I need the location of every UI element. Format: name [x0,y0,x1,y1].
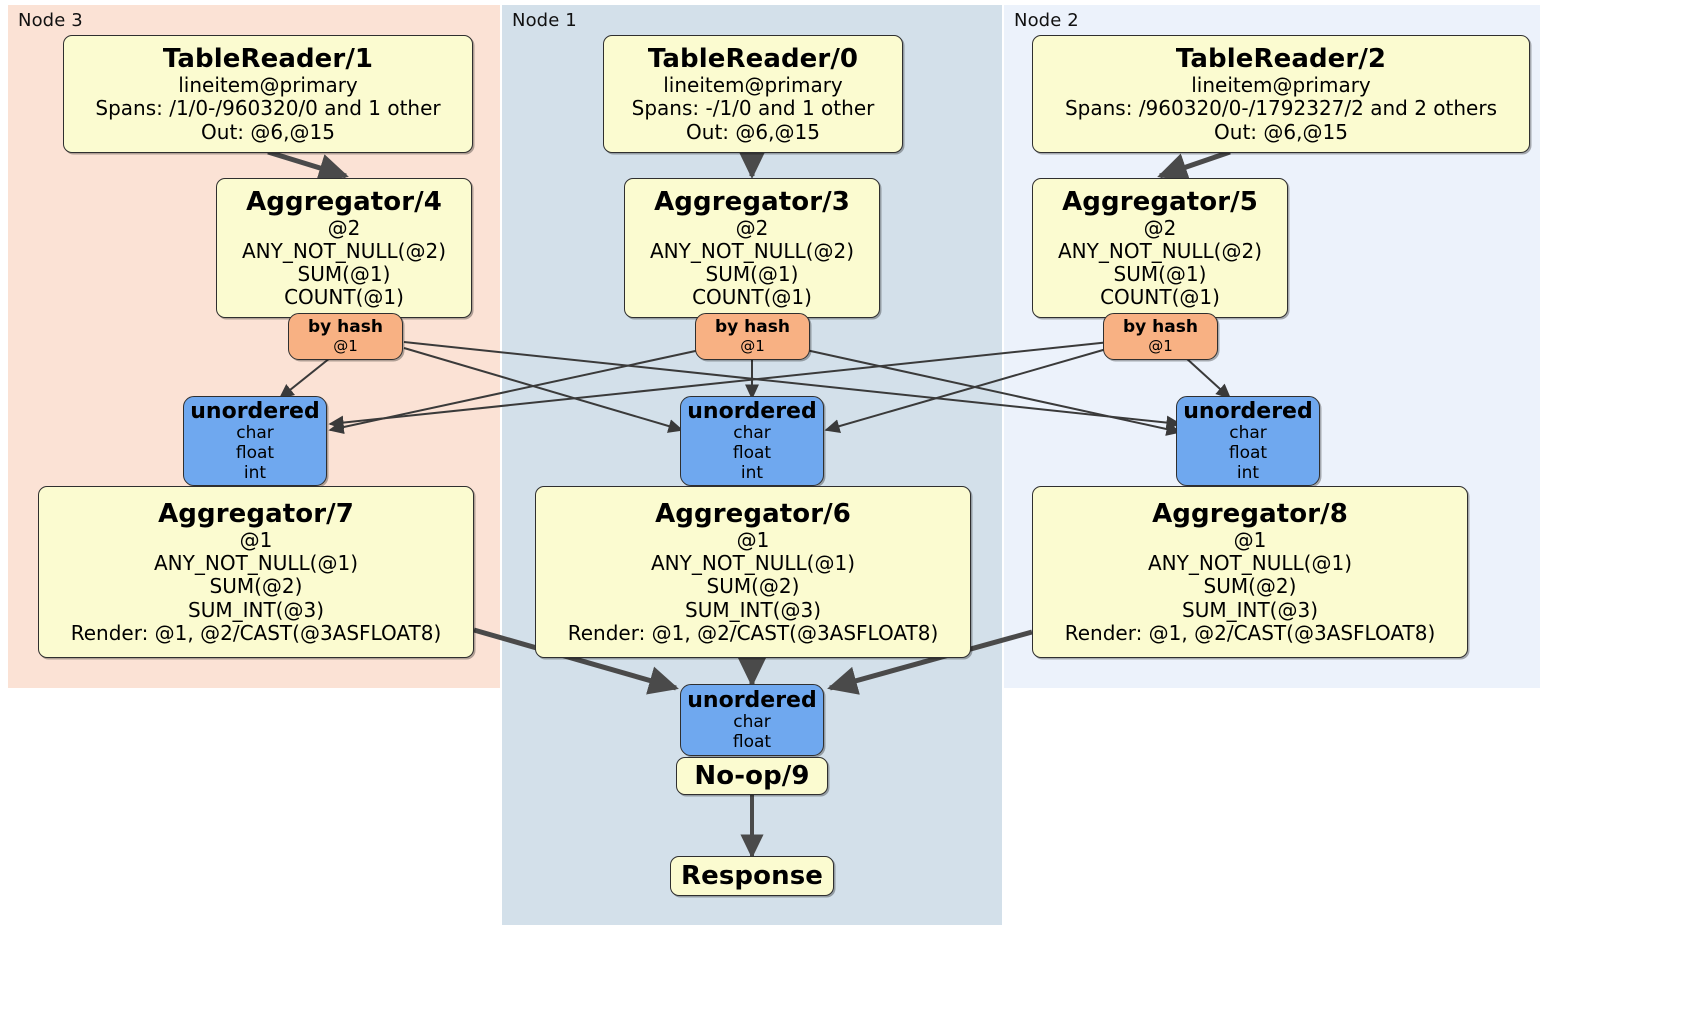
router-title: by hash [1123,316,1198,337]
router-by-hash-node3[interactable]: by hash @1 [288,313,403,360]
processor-line: Out: @6,@15 [686,119,820,144]
processor-line: Spans: -/1/0 and 1 other [631,96,875,121]
processor-line: Spans: /1/0-/960320/0 and 1 other [95,96,441,121]
processor-line: SUM(@2) [1203,574,1297,599]
node-panel-label: Node 2 [1014,10,1079,31]
collector-type: float [732,442,772,463]
processor-line: SUM_INT(@3) [685,597,821,622]
processor-aggregator-8[interactable]: Aggregator/8 @1 ANY_NOT_NULL(@1) SUM(@2)… [1032,486,1468,658]
processor-line: Out: @6,@15 [201,119,335,144]
processor-line: ANY_NOT_NULL(@2) [1058,238,1262,263]
processor-line: SUM(@1) [705,262,799,287]
collector-type: int [1236,462,1260,483]
processor-aggregator-6[interactable]: Aggregator/6 @1 ANY_NOT_NULL(@1) SUM(@2)… [535,486,971,658]
processor-title: Aggregator/6 [655,498,851,529]
processor-line: SUM(@2) [209,574,303,599]
router-title: by hash [308,316,383,337]
processor-line: ANY_NOT_NULL(@1) [651,551,855,576]
processor-line: @1 [1233,528,1267,553]
router-by-hash-node1[interactable]: by hash @1 [695,313,810,360]
processor-noop-9[interactable]: No-op/9 [676,757,828,795]
processor-line: SUM(@1) [1113,262,1207,287]
processor-line: Spans: /960320/0-/1792327/2 and 2 others [1064,96,1497,121]
processor-line: lineitem@primary [178,73,358,98]
processor-tablereader-0[interactable]: TableReader/0 lineitem@primary Spans: -/… [603,35,903,153]
processor-line: @2 [735,215,769,240]
processor-aggregator-4[interactable]: Aggregator/4 @2 ANY_NOT_NULL(@2) SUM(@1)… [216,178,472,318]
processor-title: TableReader/2 [1175,44,1387,75]
node-panel-label: Node 3 [18,10,83,31]
processor-line: lineitem@primary [1191,73,1371,98]
router-detail: @1 [333,336,358,355]
processor-line: Out: @6,@15 [1214,119,1348,144]
collector-type: char [1229,423,1267,444]
processor-title: Response [680,860,824,891]
processor-line: SUM(@2) [706,574,800,599]
processor-line: @2 [1143,215,1177,240]
router-title: by hash [715,316,790,337]
collector-title: unordered [1183,398,1313,424]
collector-unordered-final[interactable]: unordered char float [680,684,824,756]
collector-type: int [740,462,764,483]
processor-render-line: Render: @1, @2/CAST(@3ASFLOAT8) [70,620,442,645]
collector-type: int [243,462,267,483]
processor-line: SUM(@1) [297,262,391,287]
processor-line: ANY_NOT_NULL(@2) [242,238,446,263]
processor-line: ANY_NOT_NULL(@2) [650,238,854,263]
processor-line: @2 [327,215,361,240]
processor-line: @1 [239,528,273,553]
processor-response[interactable]: Response [670,856,834,896]
collector-title: unordered [190,398,320,424]
processor-line: ANY_NOT_NULL(@1) [154,551,358,576]
processor-line: lineitem@primary [663,73,843,98]
processor-title: Aggregator/7 [158,498,354,529]
processor-title: TableReader/0 [647,44,859,75]
processor-aggregator-5[interactable]: Aggregator/5 @2 ANY_NOT_NULL(@2) SUM(@1)… [1032,178,1288,318]
collector-type: float [235,442,275,463]
collector-title: unordered [687,687,817,713]
processor-aggregator-3[interactable]: Aggregator/3 @2 ANY_NOT_NULL(@2) SUM(@1)… [624,178,880,318]
processor-line: @1 [736,528,770,553]
collector-type: float [1228,442,1268,463]
processor-render-line: Render: @1, @2/CAST(@3ASFLOAT8) [567,620,939,645]
processor-tablereader-2[interactable]: TableReader/2 lineitem@primary Spans: /9… [1032,35,1530,153]
processor-title: Aggregator/4 [246,186,442,217]
processor-aggregator-7[interactable]: Aggregator/7 @1 ANY_NOT_NULL(@1) SUM(@2)… [38,486,474,658]
router-detail: @1 [1148,336,1173,355]
collector-unordered-node1[interactable]: unordered char float int [680,396,824,486]
collector-title: unordered [687,398,817,424]
router-detail: @1 [740,336,765,355]
collector-type: char [236,423,274,444]
processor-render-line: Render: @1, @2/CAST(@3ASFLOAT8) [1064,620,1436,645]
processor-title: Aggregator/8 [1152,498,1348,529]
collector-unordered-node3[interactable]: unordered char float int [183,396,327,486]
collector-unordered-node2[interactable]: unordered char float int [1176,396,1320,486]
collector-type: char [733,712,771,733]
node-panel-label: Node 1 [512,10,577,31]
processor-title: TableReader/1 [162,44,374,75]
router-by-hash-node2[interactable]: by hash @1 [1103,313,1218,360]
processor-line: ANY_NOT_NULL(@1) [1148,551,1352,576]
processor-title: Aggregator/3 [654,186,850,217]
collector-type: float [732,731,772,752]
processor-tablereader-1[interactable]: TableReader/1 lineitem@primary Spans: /1… [63,35,473,153]
processor-line: SUM_INT(@3) [1182,597,1318,622]
processor-title: Aggregator/5 [1062,186,1258,217]
processor-line: COUNT(@1) [1100,285,1220,310]
processor-line: COUNT(@1) [692,285,812,310]
processor-title: No-op/9 [694,760,810,791]
processor-line: COUNT(@1) [284,285,404,310]
collector-type: char [733,423,771,444]
processor-line: SUM_INT(@3) [188,597,324,622]
